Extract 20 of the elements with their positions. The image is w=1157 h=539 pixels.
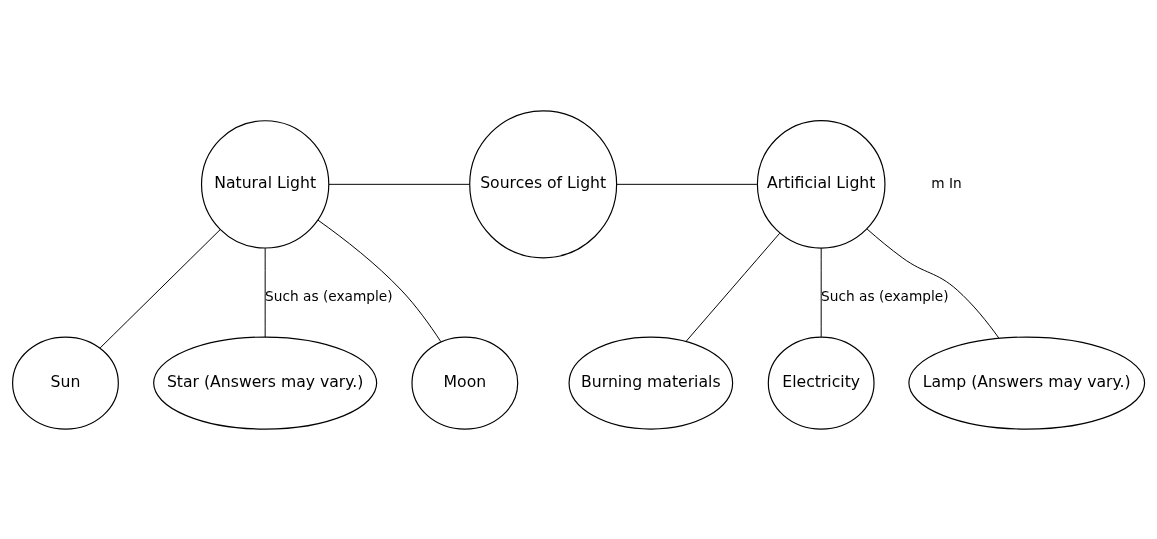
node-circle: Artificial Light bbox=[756, 119, 886, 249]
connector bbox=[264, 247, 266, 337]
node-ellipse: Moon bbox=[411, 336, 519, 430]
node-circle: Sources of Light bbox=[469, 109, 618, 258]
node-ellipse: Star (Answers may vary.) bbox=[153, 336, 378, 430]
connector bbox=[328, 183, 470, 185]
node-ellipse: Sun bbox=[12, 336, 119, 430]
connector bbox=[866, 228, 1000, 338]
node-circle: Natural Light bbox=[200, 119, 330, 249]
node-ellipse: Burning materials bbox=[568, 336, 734, 430]
connector bbox=[616, 183, 758, 185]
connector bbox=[685, 232, 781, 342]
connector bbox=[820, 247, 822, 337]
connector bbox=[317, 219, 442, 342]
node-ellipse: Electricity bbox=[767, 336, 875, 430]
label: m In bbox=[931, 174, 962, 191]
connector bbox=[99, 228, 221, 348]
node-ellipse: Lamp (Answers may vary.) bbox=[908, 336, 1146, 430]
edge-label: Such as (example) bbox=[265, 287, 393, 304]
edge-label: Such as (example) bbox=[821, 287, 949, 304]
